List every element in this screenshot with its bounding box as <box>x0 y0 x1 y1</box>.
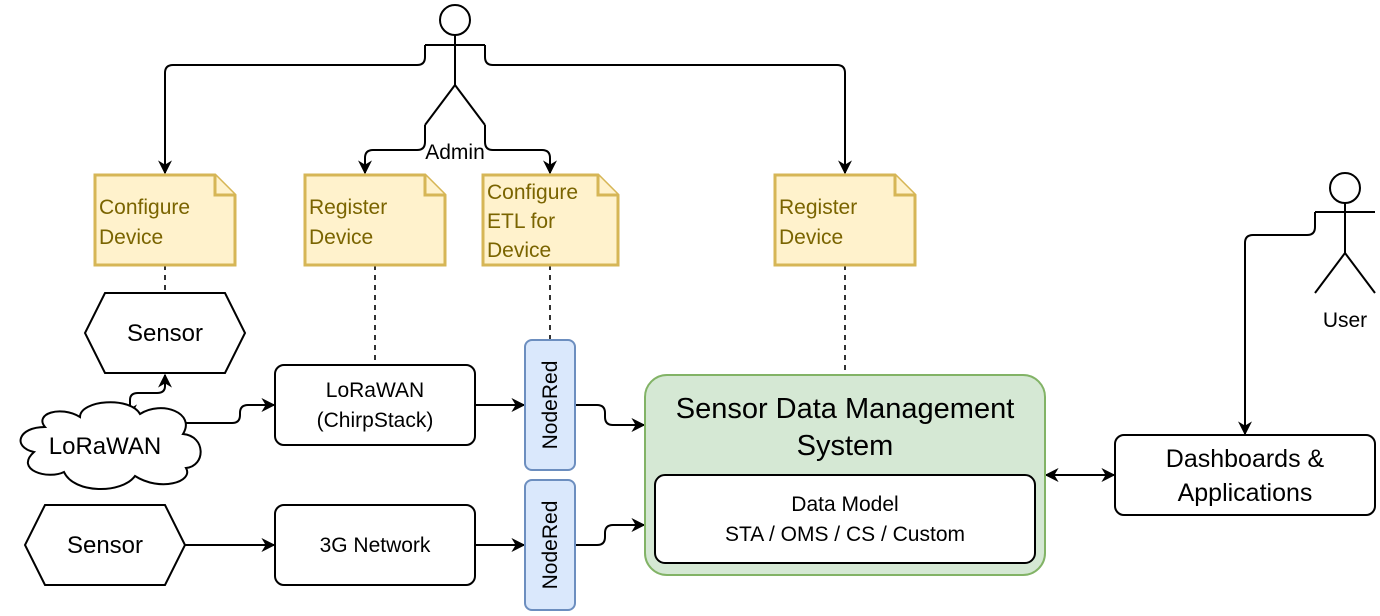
note-configure-device-line2: Device <box>99 226 163 249</box>
note-configure-etl: Configure ETL for Device <box>481 173 620 267</box>
network-3g-label: 3G Network <box>320 534 431 557</box>
dashboards-line2: Applications <box>1178 479 1313 507</box>
note-register-device-line1: Register <box>309 196 387 219</box>
edge-admin-configure-etl <box>484 125 557 175</box>
sdms-container: Sensor Data Management System Data Model… <box>644 374 1046 576</box>
edge-nodered-sdms-bottom <box>575 518 646 546</box>
note-register-device-line2: Device <box>309 226 373 249</box>
chirpstack-line1: LoRaWAN <box>326 379 424 402</box>
edges <box>123 45 1316 552</box>
user-label: User <box>1323 309 1367 332</box>
note-configure-etl-line3: Device <box>487 239 551 262</box>
nodered-bottom-label: NodeRed <box>539 501 562 590</box>
lorawan-cloud: LoRaWAN <box>19 401 202 490</box>
dashboards-box: Dashboards & Applications <box>1114 434 1376 516</box>
sensor-bottom-label: Sensor <box>67 532 143 559</box>
note-configure-etl-line1: Configure <box>487 181 578 204</box>
nodered-bottom: NodeRed <box>524 479 576 611</box>
edge-admin-register-device-sdms <box>484 45 852 175</box>
note-register-device: Register Device <box>303 173 447 267</box>
note-configure-device: Configure Device <box>93 173 237 267</box>
edge-user-dashboards <box>1238 212 1316 436</box>
lorawan-cloud-label: LoRaWAN <box>49 433 161 460</box>
note-configure-device-line1: Configure <box>99 196 190 219</box>
network-3g-box: 3G Network <box>274 504 476 586</box>
data-model-line2: STA / OMS / CS / Custom <box>725 523 965 546</box>
chirpstack-box: LoRaWAN (ChirpStack) <box>274 364 476 446</box>
edge-admin-configure-device <box>158 45 426 175</box>
edge-admin-register-device <box>358 125 426 175</box>
admin-body-icon <box>424 35 486 126</box>
user-actor: User <box>1314 172 1376 332</box>
note-register-device-sdms-line1: Register <box>779 196 857 219</box>
admin-actor: Admin <box>424 4 486 164</box>
sdms-title-line1: Sensor Data Management <box>676 393 1015 425</box>
note-register-device-sdms-line2: Device <box>779 226 843 249</box>
sensor-bottom: Sensor <box>23 504 187 586</box>
note-register-device-sdms: Register Device <box>773 173 917 267</box>
user-body-icon <box>1314 203 1376 294</box>
note-configure-etl-line2: ETL for <box>487 210 555 233</box>
admin-label: Admin <box>425 141 485 164</box>
dashboards-line1: Dashboards & <box>1166 445 1325 473</box>
sdms-title-line2: System <box>797 430 894 462</box>
data-model-line1: Data Model <box>791 493 898 516</box>
sensor-top: Sensor <box>83 292 247 374</box>
chirpstack-line2: (ChirpStack) <box>317 409 434 432</box>
edge-sensor-lorawan <box>123 373 172 419</box>
edge-lorawan-chirpstack <box>182 398 276 424</box>
edge-nodered-sdms-top <box>575 404 646 432</box>
user-head-icon <box>1329 172 1361 204</box>
nodered-top: NodeRed <box>524 339 576 471</box>
data-model-box: Data Model STA / OMS / CS / Custom <box>654 474 1036 564</box>
cloud-icon <box>19 401 202 490</box>
admin-head-icon <box>439 4 471 36</box>
sensor-top-label: Sensor <box>127 320 203 347</box>
nodered-top-label: NodeRed <box>539 361 562 450</box>
